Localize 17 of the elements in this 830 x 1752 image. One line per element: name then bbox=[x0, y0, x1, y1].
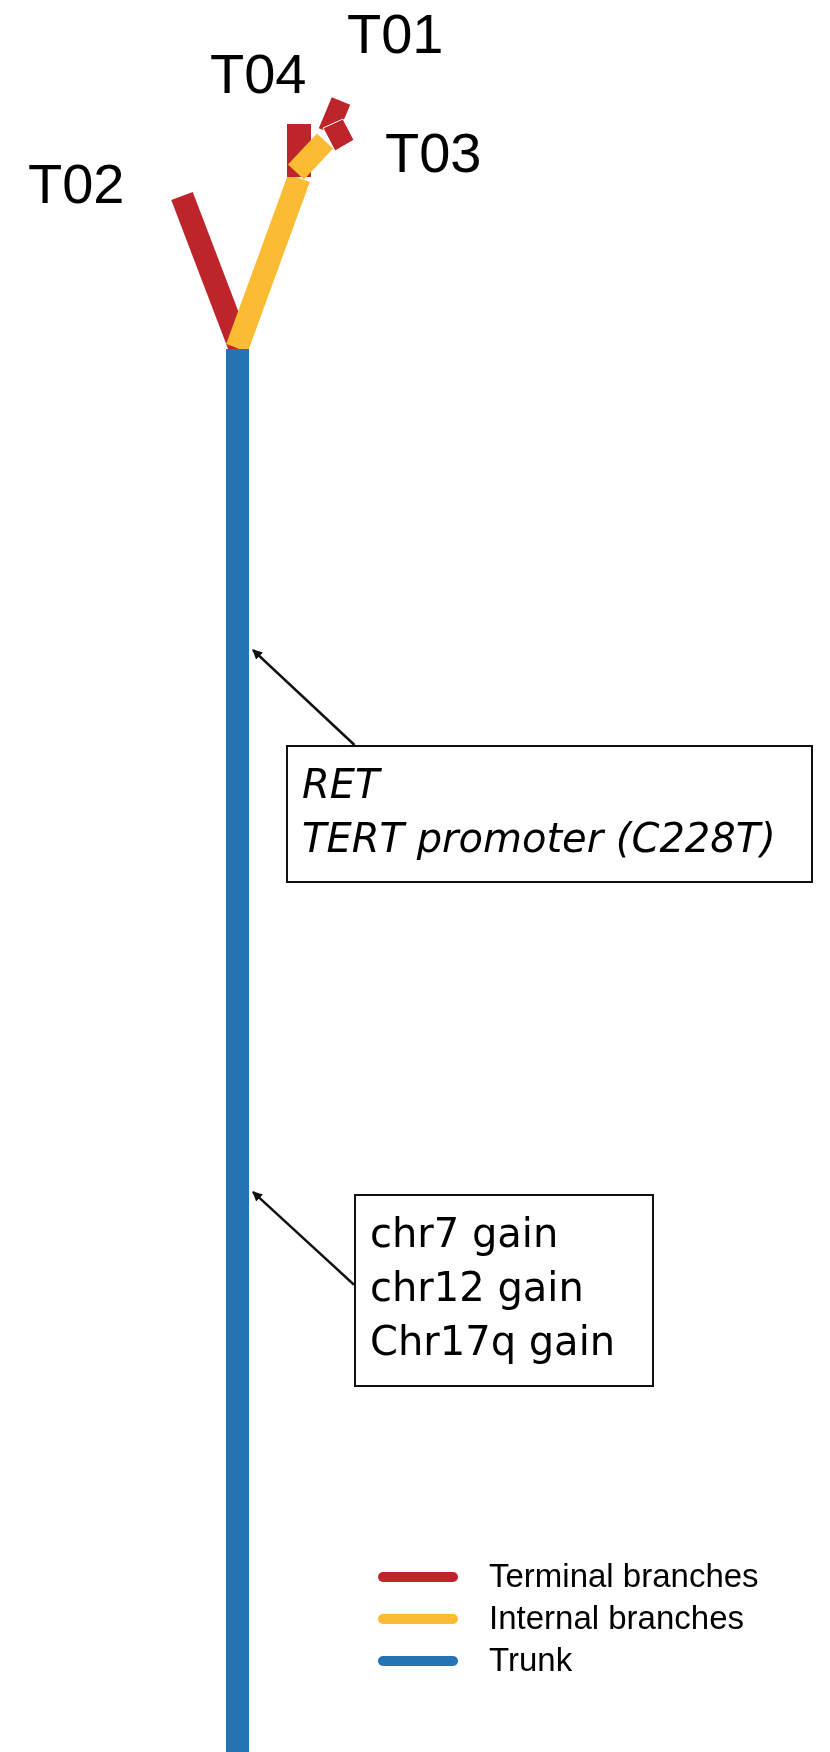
trunk-bar bbox=[226, 349, 249, 1752]
tumor-label: T01 bbox=[347, 6, 444, 62]
copy-number-text: chr7 gain bbox=[370, 1209, 560, 1258]
legend-text: Internal branches bbox=[489, 1598, 744, 1638]
mutation-text: RET bbox=[302, 760, 383, 809]
annotation-box bbox=[354, 1194, 654, 1387]
tumor-label: T02 bbox=[28, 156, 125, 212]
legend-text: Terminal branches bbox=[489, 1556, 759, 1596]
legend-text: Trunk bbox=[489, 1640, 573, 1680]
tumor-label: T03 bbox=[385, 125, 482, 181]
leader-arrow bbox=[252, 649, 356, 746]
leader-arrow bbox=[252, 1191, 355, 1286]
mutation-text: TERT promoter (C228T) bbox=[302, 814, 777, 863]
tumor-label: T04 bbox=[210, 46, 307, 102]
annotation-box bbox=[286, 745, 813, 883]
copy-number-text: Chr17q gain bbox=[370, 1317, 617, 1366]
copy-number-text: chr12 gain bbox=[370, 1263, 585, 1312]
